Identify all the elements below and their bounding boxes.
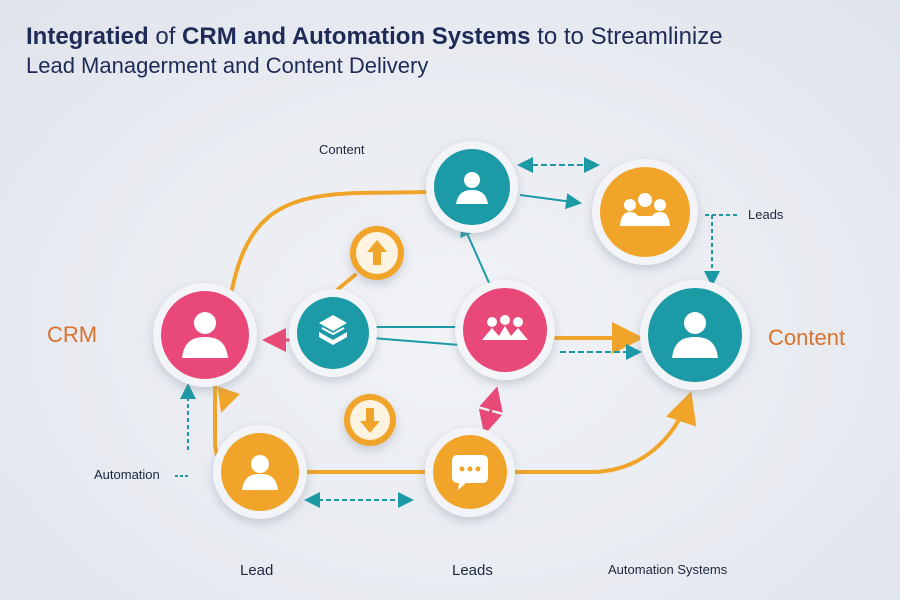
team-to-chat-bidirectional: [478, 386, 503, 435]
arrow-down-icon: [360, 408, 380, 433]
label-automation-systems: Automation Systems: [608, 562, 728, 577]
content-top-person-icon: [456, 172, 488, 204]
content-right-person-icon: [672, 312, 718, 358]
team-icon: [482, 315, 528, 340]
diagram-title: Integratied of CRM and Automation System…: [26, 22, 876, 80]
label-crm: CRM: [47, 322, 98, 347]
title-line-1: Integratied of CRM and Automation System…: [26, 23, 723, 50]
content-right-node[interactable]: [640, 280, 750, 390]
group-icon: [620, 193, 670, 226]
crm-node[interactable]: [153, 283, 257, 387]
label-content-right: Content: [768, 325, 846, 350]
leads-group-node[interactable]: [592, 159, 698, 265]
label-lead-bottom: Lead: [240, 562, 274, 579]
chat-icon: [452, 455, 488, 490]
title-line-2: Lead Managerment and Content Delivery: [26, 53, 429, 78]
teal-connectors: [175, 157, 740, 508]
automation-person-icon: [242, 455, 278, 490]
layers-icon: [319, 315, 347, 345]
label-leads-bottom: Leads: [452, 562, 493, 579]
label-automation: Automation: [94, 467, 160, 482]
crm-person-icon: [182, 312, 228, 358]
layers-to-team-line-bot: [371, 337, 461, 346]
crm-to-content-top-path: [228, 190, 432, 302]
content-to-leads-arrow: [519, 193, 582, 210]
arrow-up-icon: [367, 240, 387, 265]
label-leads-right: Leads: [748, 207, 784, 222]
crm-down-orange-arrow: [217, 386, 241, 413]
label-content-top: Content: [319, 142, 365, 157]
chat-to-content-right-path: [513, 391, 697, 474]
